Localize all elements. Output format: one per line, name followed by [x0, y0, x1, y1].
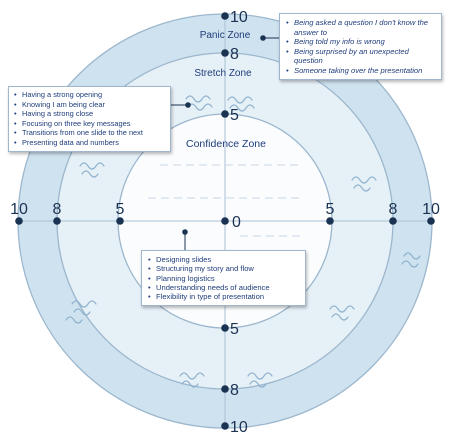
scale-label-top-10: 10 — [230, 9, 248, 26]
wave-icon — [179, 372, 205, 388]
scale-numbers: 10 8 5 0 5 8 10 10 8 5 5 8 10 — [10, 9, 440, 436]
list-item: Designing slides — [148, 255, 299, 265]
scale-label-center-0: 0 — [232, 214, 241, 231]
wave-icon — [351, 176, 377, 192]
confidence-zone-list: Designing slides Structuring my story an… — [148, 255, 299, 302]
scale-dot-right-5 — [326, 217, 334, 225]
wave-icon — [247, 372, 273, 388]
panic-zone-list: Being asked a question I don't know the … — [286, 18, 435, 76]
scale-dot-right-10 — [427, 217, 435, 225]
confidence-zone-label: Confidence Zone — [186, 138, 266, 150]
scale-label-left-5: 5 — [116, 201, 125, 218]
stretch-zone-list: Having a strong opening Knowing I am bei… — [14, 90, 165, 147]
list-item: Having a strong opening — [14, 90, 165, 100]
scale-dot-left-10 — [15, 217, 23, 225]
list-item: Flexibility in type of presentation — [148, 292, 299, 302]
scale-dot-right-8 — [389, 217, 397, 225]
panic-zone-callout: Being asked a question I don't know the … — [279, 13, 442, 80]
scale-label-right-10: 10 — [422, 201, 440, 218]
scale-label-left-10: 10 — [10, 201, 28, 218]
scale-dot-top-5 — [221, 110, 229, 118]
wave-icon — [185, 95, 213, 111]
callout-pointers — [182, 35, 266, 235]
scale-dot-left-8 — [53, 217, 61, 225]
scale-label-left-8: 8 — [53, 201, 62, 218]
wave-icon — [329, 305, 355, 321]
scale-label-top-5: 5 — [230, 107, 239, 124]
scale-label-bottom-8: 8 — [230, 382, 239, 399]
panic-pointer-dot — [260, 35, 266, 41]
scale-dot-bottom-5 — [221, 324, 229, 332]
list-item: Presenting data and numbers — [14, 138, 165, 148]
wave-icon — [65, 300, 97, 324]
scale-dot-bottom-8 — [221, 385, 229, 393]
scale-label-right-8: 8 — [389, 201, 398, 218]
wave-icon — [227, 96, 255, 112]
list-item: Someone taking over the presentation — [286, 66, 435, 76]
list-item: Planning logistics — [148, 274, 299, 284]
list-item: Structuring my story and flow — [148, 264, 299, 274]
scale-label-bottom-10: 10 — [230, 419, 248, 436]
list-item: Knowing I am being clear — [14, 100, 165, 110]
wave-icon — [401, 252, 421, 268]
stretch-zone-label: Stretch Zone — [194, 68, 252, 79]
scale-label-right-5: 5 — [326, 201, 335, 218]
scale-dot-top-10 — [221, 12, 229, 20]
scale-dot-bottom-10 — [221, 422, 229, 430]
scale-label-top-8: 8 — [230, 46, 239, 63]
wave-icon — [79, 162, 105, 178]
wave-decorations — [51, 95, 421, 388]
stretch-pointer-dot — [185, 102, 191, 108]
confidence-pointer-dot — [182, 229, 188, 235]
scale-dots — [15, 12, 435, 430]
list-item: Focusing on three key messages — [14, 119, 165, 129]
list-item: Being asked a question I don't know the … — [286, 18, 435, 37]
list-item: Understanding needs of audience — [148, 283, 299, 293]
stretch-zone-callout: Having a strong opening Knowing I am bei… — [8, 86, 171, 152]
scale-label-bottom-5: 5 — [230, 321, 239, 338]
confidence-zone-callout: Designing slides Structuring my story an… — [141, 250, 306, 306]
list-item: Being surprised by an unexpected questio… — [286, 47, 435, 66]
list-item: Being told my info is wrong — [286, 37, 435, 47]
scale-dot-left-5 — [116, 217, 124, 225]
panic-zone-label: Panic Zone — [200, 30, 251, 41]
scale-dot-center-0 — [221, 217, 229, 225]
list-item: Having a strong close — [14, 109, 165, 119]
list-item: Transitions from one slide to the next — [14, 128, 165, 138]
scale-dot-top-8 — [221, 49, 229, 57]
confidence-zone-dashes — [148, 164, 300, 237]
